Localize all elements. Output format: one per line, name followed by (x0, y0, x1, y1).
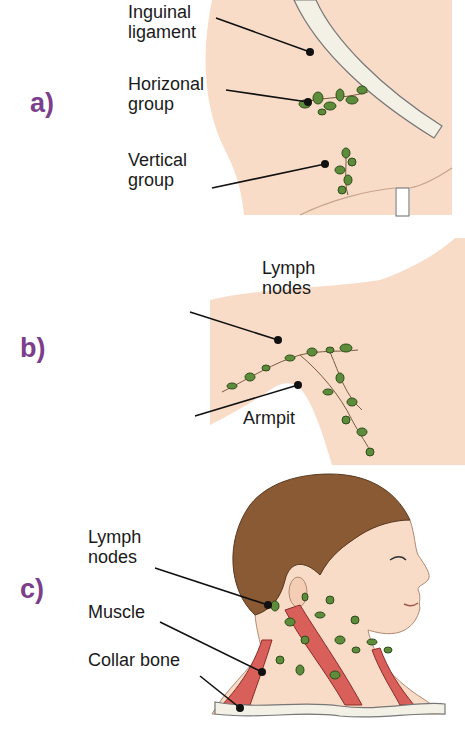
lymph-node (326, 347, 334, 353)
skin-crease (410, 168, 452, 188)
skin (206, 0, 452, 215)
lymph-node (323, 389, 333, 395)
lymph-node (335, 636, 345, 644)
lymph-node (342, 416, 350, 424)
panel-letter: b) (20, 333, 80, 363)
part-label: Armpit (243, 408, 363, 428)
lymph-node (315, 612, 325, 618)
lymph-node (276, 656, 284, 664)
part-label: Lymph nodes (262, 258, 362, 298)
lymph-node (384, 647, 392, 653)
lymph-node (348, 158, 356, 166)
lymph-node (347, 398, 357, 406)
lymph-vessel (300, 92, 368, 195)
lymph-vessel (222, 350, 372, 455)
lymph-node (324, 102, 336, 110)
part-label: Collar bone (88, 650, 238, 670)
lymph-node (342, 148, 350, 158)
lymph-node (336, 373, 344, 383)
leader-line (200, 676, 240, 708)
mouth (404, 603, 418, 606)
lymph-node (296, 665, 304, 675)
lymph-node (245, 373, 255, 381)
lymph-node (346, 96, 358, 104)
hair (233, 474, 410, 615)
lymph-node (357, 428, 367, 436)
lymph-node (367, 639, 377, 645)
gap (396, 188, 409, 216)
lymph-node (330, 671, 340, 679)
skin (210, 238, 465, 465)
leader-dot (264, 601, 272, 609)
leader-dot (236, 704, 244, 712)
leader-line (190, 312, 278, 340)
part-label: Inguinal ligament (128, 2, 218, 42)
panel-letter: a) (30, 88, 90, 118)
lymph-node (340, 344, 352, 352)
lymph-node (357, 86, 367, 94)
lymph-node (351, 616, 359, 624)
lymph-node (338, 186, 346, 194)
lymph-node (285, 618, 295, 626)
leader-dot (321, 160, 329, 168)
lymph-node (227, 383, 237, 389)
part-label: Horizonal group (128, 74, 224, 114)
part-label: Lymph nodes (88, 527, 188, 567)
ligament (294, 0, 442, 138)
lymph-node (366, 448, 374, 456)
lymph-node (318, 109, 326, 115)
panel-letter: c) (20, 574, 80, 604)
lymph-node (344, 175, 352, 185)
part-label: Muscle (88, 602, 208, 622)
ear (289, 577, 307, 607)
lymph-node (336, 89, 344, 101)
leader-line (212, 164, 325, 188)
lymph-node (326, 596, 334, 604)
leader-dot (274, 336, 282, 344)
lymph-node (313, 92, 323, 104)
lymph-node (335, 166, 345, 174)
part-label: Vertical group (128, 150, 224, 190)
muscle (285, 605, 362, 705)
collar-bone (215, 702, 445, 717)
lymph-node (352, 647, 360, 653)
leader-dot (304, 98, 312, 106)
lymph-node (302, 593, 308, 601)
leader-line (226, 90, 308, 102)
muscle (222, 640, 272, 705)
muscle (372, 648, 414, 705)
lymph-node (307, 348, 317, 356)
leader-line (155, 568, 268, 605)
lymph-node (301, 636, 309, 644)
lymph-node (285, 355, 295, 361)
leader-line (216, 18, 310, 52)
lymph-node (262, 365, 270, 371)
leader-dot (294, 381, 302, 389)
leader-dot (306, 48, 314, 56)
leader-dot (258, 668, 266, 676)
lymph-node (271, 601, 279, 611)
eye (390, 557, 406, 560)
